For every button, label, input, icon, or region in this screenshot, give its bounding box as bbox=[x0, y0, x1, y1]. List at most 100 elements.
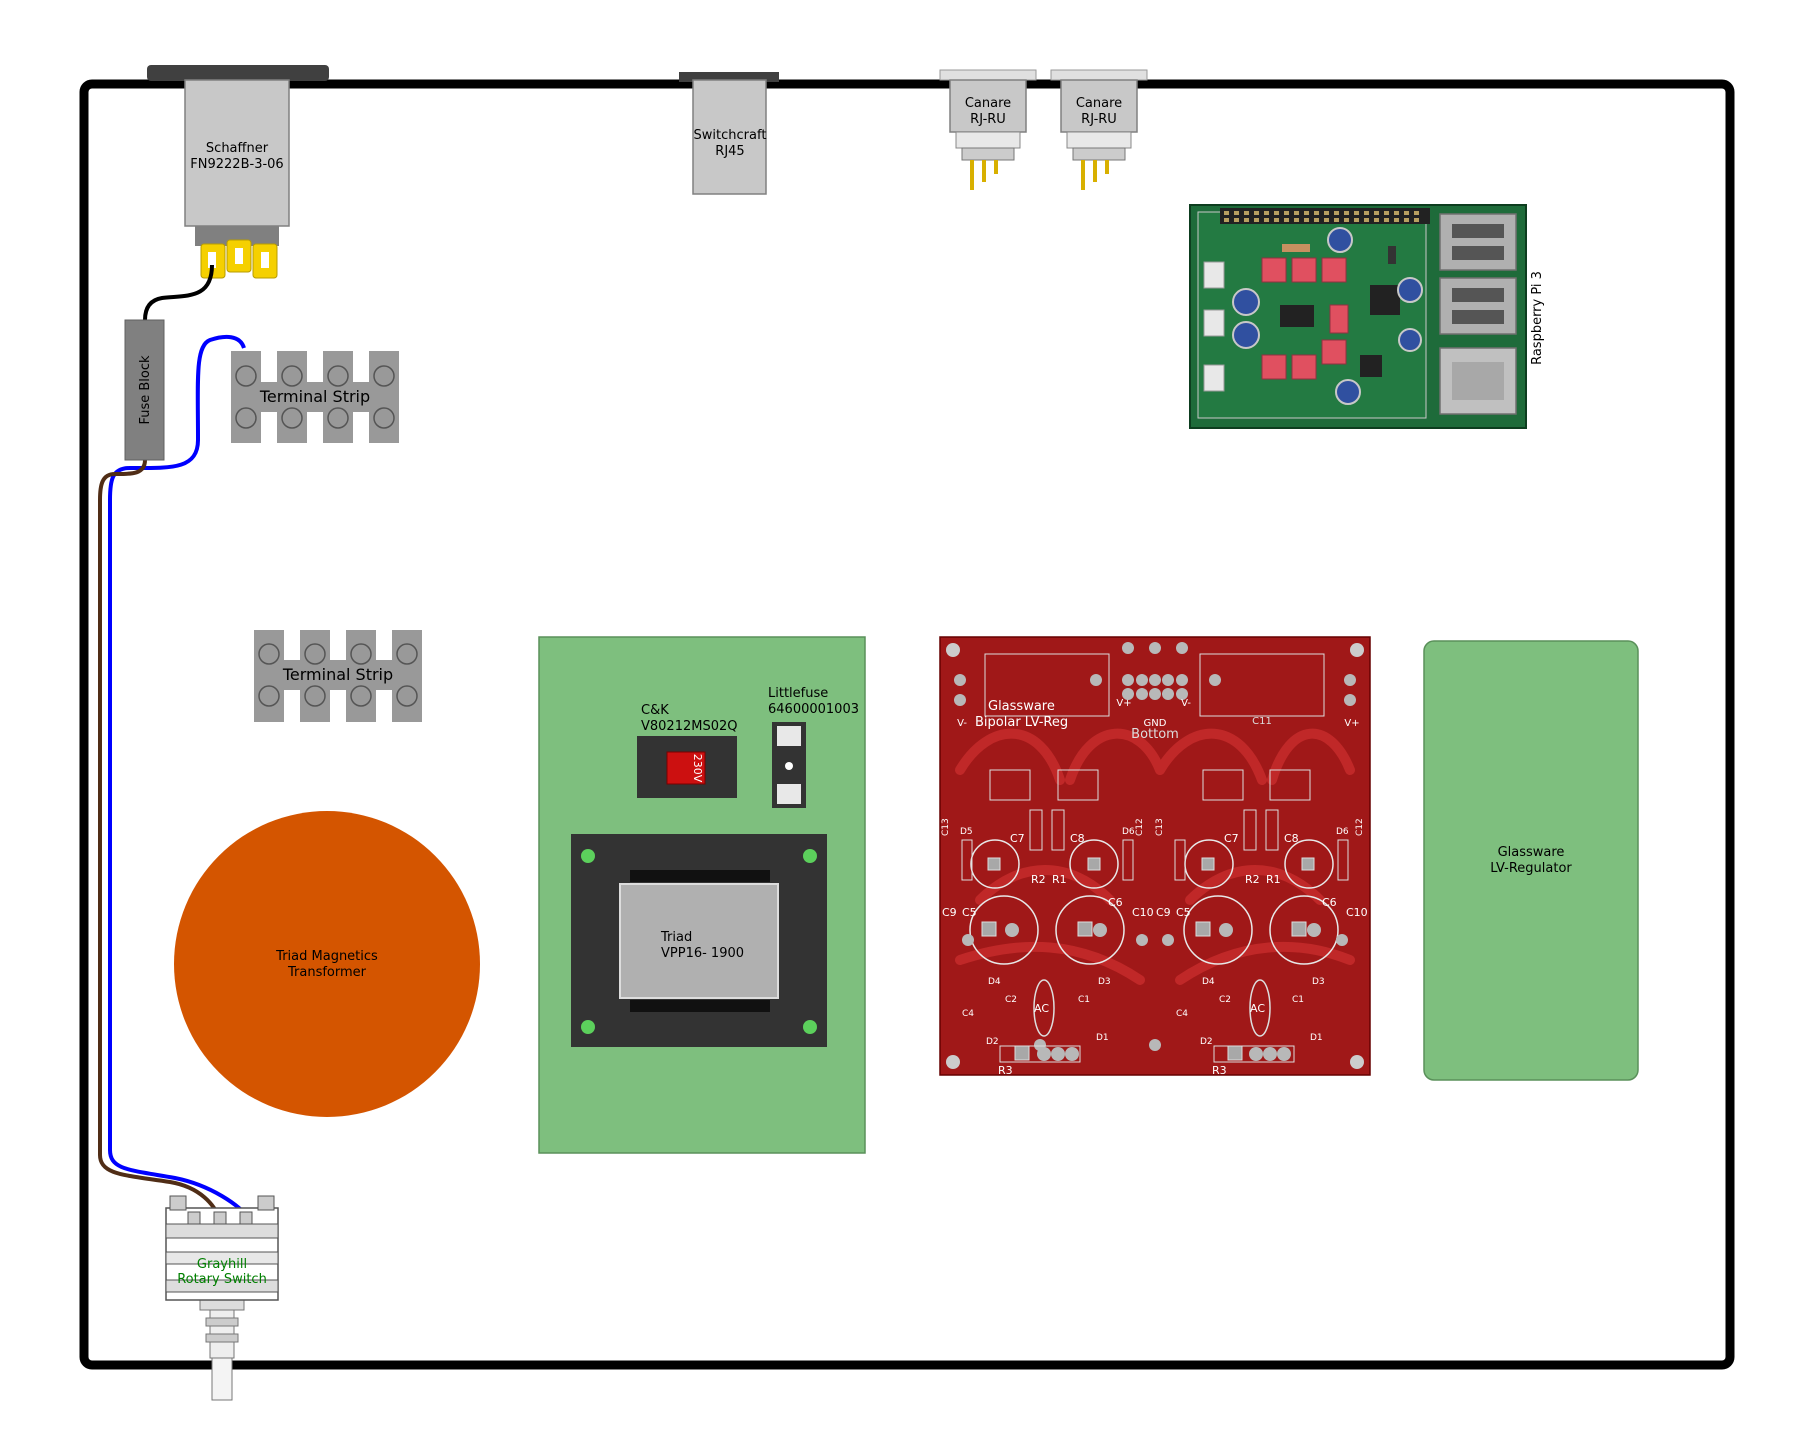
power-supply-board[interactable]: C&K V80212MS02Q 230V Littlefuse 64600001… bbox=[538, 636, 866, 1154]
canare-1-label-line1: Canare bbox=[965, 96, 1011, 111]
bipolar-reg-vminus-mid: V- bbox=[1181, 698, 1191, 709]
bipolar-reg-c1-left: C1 bbox=[1078, 995, 1090, 1005]
bipolar-reg-bottom-label: Bottom bbox=[1131, 727, 1179, 742]
rj45-flange bbox=[679, 72, 779, 82]
canare-1-label-line2: RJ-RU bbox=[970, 112, 1006, 127]
bipolar-reg-c10-right: C10 bbox=[1346, 906, 1368, 919]
bipolar-reg-d4-right: D4 bbox=[1202, 977, 1215, 987]
fuse-holder-label-line1: Littlefuse bbox=[768, 686, 828, 701]
power-switch-label-line1: C&K bbox=[641, 703, 669, 718]
toroid-transformer[interactable]: Triad Magnetics Transformer bbox=[174, 811, 480, 1117]
bipolar-reg-vminus-left: V- bbox=[957, 718, 967, 729]
rj45-label-line1: Switchcraft bbox=[694, 128, 767, 143]
bipolar-reg-c4-right: C4 bbox=[1176, 1009, 1188, 1019]
bipolar-reg-d2-left: D2 bbox=[986, 1037, 999, 1047]
bipolar-reg-c9-right: C9 bbox=[1156, 906, 1171, 919]
bipolar-reg-r2-right: R2 bbox=[1245, 873, 1260, 886]
bipolar-reg-c5-right: C5 bbox=[1176, 906, 1191, 919]
fuse-block-body bbox=[124, 319, 165, 461]
iec-filter-terminal-base bbox=[195, 226, 279, 246]
canare-2-label-line2: RJ-RU bbox=[1081, 112, 1117, 127]
canare-2-label-line1: Canare bbox=[1076, 96, 1122, 111]
bipolar-reg-d4-left: D4 bbox=[988, 977, 1001, 987]
bipolar-reg-ac-left: AC bbox=[1034, 1002, 1049, 1015]
iec-filter-label-line1: Schaffner bbox=[206, 141, 269, 156]
bipolar-reg-r3-left: R3 bbox=[998, 1064, 1013, 1077]
bipolar-reg-d1-left: D1 bbox=[1096, 1033, 1109, 1043]
canare-jack-1[interactable]: Canare RJ-RU bbox=[939, 69, 1037, 190]
bipolar-reg-d2-right: D2 bbox=[1200, 1037, 1213, 1047]
canare-1-body bbox=[949, 79, 1027, 133]
bipolar-reg-c8-right: C8 bbox=[1284, 832, 1299, 845]
bipolar-reg-r1-left: R1 bbox=[1052, 873, 1067, 886]
bipolar-reg-d1-right: D1 bbox=[1310, 1033, 1323, 1043]
iec-filter-flange bbox=[147, 65, 329, 81]
bipolar-reg-c8-left: C8 bbox=[1070, 832, 1085, 845]
bipolar-reg-d3-right: D3 bbox=[1312, 977, 1325, 987]
bipolar-reg-d3-left: D3 bbox=[1098, 977, 1111, 987]
rpi-usb-port-1 bbox=[1439, 213, 1517, 271]
raspberry-pi[interactable]: Raspberry Pi 3 bbox=[1189, 204, 1545, 429]
bipolar-reg-r3-right: R3 bbox=[1212, 1064, 1227, 1077]
rotary-switch-label-line2: Rotary Switch bbox=[177, 1272, 267, 1287]
enclosure-outline bbox=[79, 79, 1735, 1370]
canare-jack-2[interactable]: Canare RJ-RU bbox=[1050, 69, 1148, 190]
bipolar-reg-c12-right: C12 bbox=[1355, 818, 1365, 836]
bipolar-reg-c13-left: C13 bbox=[941, 818, 951, 836]
terminal-strip-2[interactable]: Terminal Strip bbox=[254, 630, 422, 722]
fuse-block-label: Fuse Block bbox=[138, 355, 153, 425]
power-switch-rocker-text: 230V bbox=[691, 754, 704, 783]
iec-filter[interactable]: Schaffner FN9222B-3-06 bbox=[147, 65, 329, 279]
bipolar-regulator-board[interactable]: Glassware Bipolar LV-Reg Bottom GND V+ V… bbox=[939, 636, 1371, 1077]
bipolar-reg-c6-left: C6 bbox=[1108, 896, 1123, 909]
bipolar-reg-c13-right: C13 bbox=[1155, 818, 1165, 836]
canare-2-body bbox=[1060, 79, 1138, 133]
rotary-switch-label-line1: Grayhill bbox=[197, 1257, 247, 1272]
rotary-switch[interactable]: Grayhill Rotary Switch bbox=[165, 1195, 279, 1401]
rpi-usb-port-2 bbox=[1439, 277, 1517, 335]
bipolar-reg-c9-left: C9 bbox=[942, 906, 957, 919]
lv-regulator-board[interactable]: Glassware LV-Regulator bbox=[1423, 640, 1639, 1081]
bipolar-reg-label-line2: Bipolar LV-Reg bbox=[975, 715, 1068, 730]
bipolar-reg-r1-right: R1 bbox=[1266, 873, 1281, 886]
lv-regulator-pcb bbox=[1423, 640, 1639, 1081]
bipolar-reg-d6-left: D6 bbox=[1122, 827, 1135, 837]
wire-black-filter-to-fuse bbox=[143, 264, 214, 321]
bipolar-reg-c1-right: C1 bbox=[1292, 995, 1304, 1005]
bipolar-reg-pcb bbox=[939, 636, 1371, 1076]
bipolar-reg-c12-left: C12 bbox=[1135, 818, 1145, 836]
bipolar-reg-c2-right: C2 bbox=[1219, 995, 1231, 1005]
pcb-transformer-core bbox=[619, 883, 779, 999]
rj45-body bbox=[692, 79, 767, 195]
power-switch-label-line2: V80212MS02Q bbox=[641, 719, 738, 734]
bipolar-reg-label-line1: Glassware bbox=[988, 699, 1055, 714]
toroid-body bbox=[174, 811, 480, 1117]
lv-regulator-label-line1: Glassware bbox=[1498, 845, 1565, 860]
toroid-label-line2: Transformer bbox=[287, 965, 367, 980]
bipolar-reg-gnd-label: GND bbox=[1144, 718, 1167, 729]
fuse-block[interactable]: Fuse Block bbox=[124, 319, 165, 461]
wire-brown-fuse-to-switch bbox=[98, 459, 222, 1221]
iec-filter-label-line2: FN9222B-3-06 bbox=[190, 157, 283, 172]
power-switch-rocker[interactable] bbox=[666, 751, 706, 785]
raspberry-pi-label: Raspberry Pi 3 bbox=[1530, 271, 1545, 365]
bipolar-reg-c4-left: C4 bbox=[962, 1009, 974, 1019]
bipolar-reg-c10-left: C10 bbox=[1132, 906, 1154, 919]
terminal-strip-2-label: Terminal Strip bbox=[282, 665, 393, 684]
bipolar-reg-r2-left: R2 bbox=[1031, 873, 1046, 886]
bipolar-reg-d5-left: D5 bbox=[960, 827, 973, 837]
bipolar-reg-c7-left: C7 bbox=[1010, 832, 1025, 845]
pcb-transformer-label-line2: VPP16- 1900 bbox=[661, 946, 744, 961]
toroid-label-line1: Triad Magnetics bbox=[275, 949, 378, 964]
bipolar-reg-c11-label: C11 bbox=[1252, 716, 1272, 727]
bipolar-reg-c2-left: C2 bbox=[1005, 995, 1017, 1005]
wire-blue-terminal-to-switch bbox=[108, 334, 252, 1222]
rj45-jack[interactable]: Switchcraft RJ45 bbox=[679, 72, 779, 195]
fuse-holder-label-line2: 64600001003 bbox=[768, 702, 859, 717]
lv-regulator-label-line2: LV-Regulator bbox=[1490, 861, 1572, 876]
terminal-strip-1[interactable]: Terminal Strip bbox=[231, 351, 399, 443]
bipolar-reg-ac-right: AC bbox=[1250, 1002, 1265, 1015]
bipolar-reg-vplus-left: V+ bbox=[1116, 698, 1131, 709]
bipolar-reg-c7-right: C7 bbox=[1224, 832, 1239, 845]
bipolar-reg-d6-right: D6 bbox=[1336, 827, 1349, 837]
